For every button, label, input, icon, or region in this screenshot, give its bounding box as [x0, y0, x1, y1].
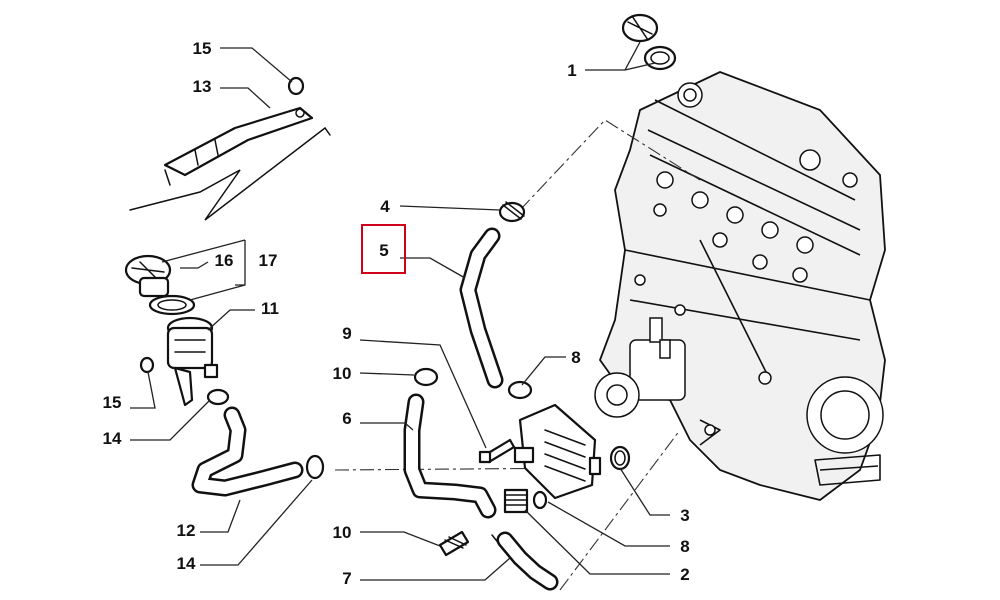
- part-oil-filler-cap: [621, 13, 677, 71]
- callout-6: 6: [342, 409, 351, 428]
- part-oil-cooler: [518, 403, 631, 500]
- highlight-box: [361, 224, 406, 274]
- callout-14-lower: 14: [177, 554, 196, 573]
- part-pipe-7: [491, 531, 559, 591]
- part-clamp-upper: [206, 388, 230, 406]
- part-hose-6: [403, 393, 497, 519]
- callout-12: 12: [177, 521, 196, 540]
- callout-numbers: 1 2 3 4 5 6 7 8 8 9 10 10 11 12 13 14 14…: [103, 39, 690, 588]
- callout-5: 5: [379, 241, 388, 260]
- callout-2: 2: [680, 565, 689, 584]
- callout-14-upper: 14: [103, 429, 122, 448]
- part-clamp-4: [498, 201, 526, 223]
- part-hose-12: [191, 406, 304, 497]
- part-clamp-10-lower: [438, 530, 470, 557]
- callout-16: 16: [215, 251, 234, 270]
- leader-lines: [130, 41, 670, 581]
- callout-15-left: 15: [103, 393, 122, 412]
- callout-7: 7: [342, 569, 351, 588]
- part-filter-cap: [124, 254, 196, 316]
- part-filter-housing: [166, 316, 219, 407]
- part-washer-8-lower: [532, 490, 548, 510]
- callout-10-lower: 10: [333, 523, 352, 542]
- part-bracket: [129, 106, 331, 221]
- engine-block: [594, 71, 886, 501]
- callout-15-top: 15: [193, 39, 212, 58]
- callout-3: 3: [680, 506, 689, 525]
- callout-9: 9: [342, 324, 351, 343]
- callout-10-upper: 10: [333, 364, 352, 383]
- callout-17: 17: [259, 251, 278, 270]
- part-clamp-8-upper: [507, 380, 533, 400]
- part-plug-left: [139, 356, 155, 374]
- callout-1: 1: [567, 61, 576, 80]
- callout-8-lower: 8: [680, 537, 689, 556]
- callout-8-upper: 8: [571, 348, 580, 367]
- callout-11: 11: [261, 299, 279, 318]
- part-clamp-10-upper: [413, 367, 439, 387]
- callout-13: 13: [193, 77, 212, 96]
- callout-4: 4: [380, 197, 390, 216]
- part-bolt-9: [478, 438, 516, 464]
- part-plug-top: [287, 76, 305, 96]
- part-clamp-lower: [305, 454, 325, 480]
- part-hose-5: [459, 227, 504, 389]
- part-fitting-2: [503, 446, 535, 514]
